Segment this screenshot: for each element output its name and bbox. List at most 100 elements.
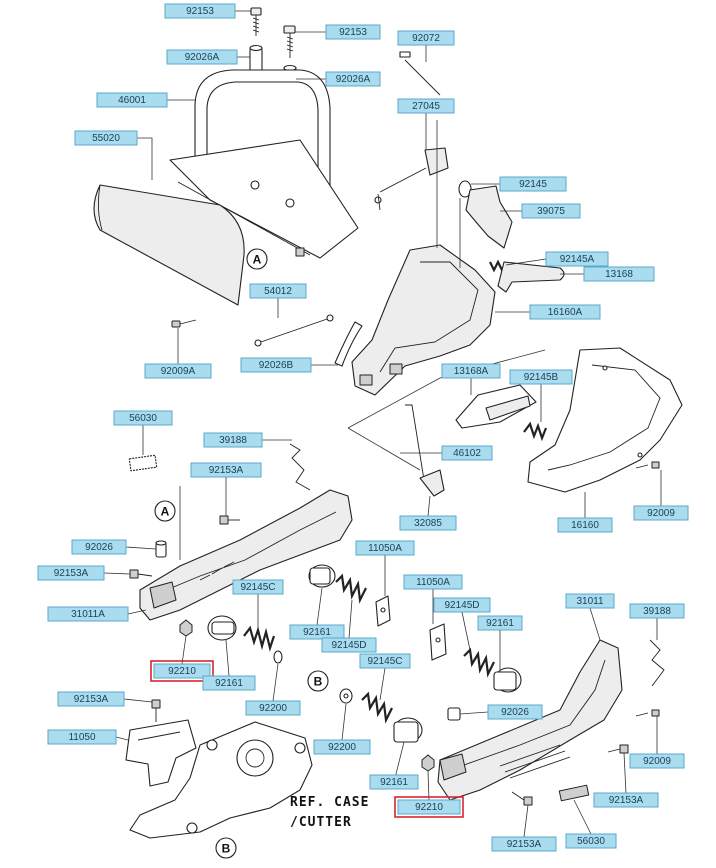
part-label-56030[interactable]: 56030 [565,833,617,849]
part-label-92153a[interactable]: 92153A [37,565,105,581]
callout-letter: A [253,253,262,267]
part-label-92145[interactable]: 92145 [499,176,567,192]
part-label-text: 92145C [367,656,402,667]
bolt-92153a-upper [219,515,240,525]
part-label-92072[interactable]: 92072 [397,30,455,46]
spring-92145b [523,421,548,442]
part-label-55020[interactable]: 55020 [74,130,138,146]
part-label-text: 92072 [412,33,440,44]
part-label-92153a[interactable]: 92153A [593,792,659,808]
part-label-92009[interactable]: 92009 [629,753,685,769]
case-cutter-reference [129,721,313,839]
part-label-56030[interactable]: 56030 [113,410,173,426]
part-label-text: 92026A [185,52,220,63]
part-label-text: 92161 [215,678,243,689]
nut-92210-left [179,619,193,637]
part-label-13168a[interactable]: 13168A [441,363,501,379]
parts-artwork [93,7,683,839]
part-label-92026[interactable]: 92026 [487,704,543,720]
part-label-92009[interactable]: 92009 [633,505,689,521]
part-label-text: 92161 [486,618,514,629]
part-label-54012[interactable]: 54012 [249,283,307,299]
part-label-text: 46001 [118,95,146,106]
lever-39075 [465,185,513,249]
stop-switch-27045 [374,147,449,211]
callout-letter: B [222,842,231,856]
part-label-92153a[interactable]: 92153A [190,462,262,478]
frame-31011a [139,489,353,621]
part-label-92026a[interactable]: 92026A [166,49,238,65]
bolt-92153a-lower-left [151,699,161,722]
part-label-39075[interactable]: 39075 [521,203,581,219]
part-label-text: 92145D [444,600,479,611]
part-label-92026b[interactable]: 92026B [240,357,312,373]
part-label-92153a[interactable]: 92153A [491,836,557,852]
part-label-46001[interactable]: 46001 [96,92,168,108]
bolt-92153a-right [607,744,629,754]
leader-lines [103,10,662,838]
part-label-92200[interactable]: 92200 [313,739,371,755]
part-label-92145a[interactable]: 92145A [545,251,609,267]
handle-loop-46001 [169,69,359,259]
callout-letter: B [314,675,323,689]
part-label-text: 56030 [129,413,157,424]
part-label-32085[interactable]: 32085 [399,515,457,531]
part-label-92153a[interactable]: 92153A [57,691,125,707]
clip-92026b [334,321,363,367]
part-label-92161[interactable]: 92161 [202,675,256,691]
damper-92161-right [493,667,522,693]
part-label-92161[interactable]: 92161 [289,624,345,640]
part-label-92161[interactable]: 92161 [477,615,523,631]
part-label-text: 92153 [339,27,367,38]
part-label-text: 92145A [560,254,595,265]
part-label-31011[interactable]: 31011 [565,593,615,609]
bolt-92153a-bottom [511,791,533,806]
part-label-text: 92145B [524,372,559,383]
part-label-92161[interactable]: 92161 [369,774,419,790]
part-label-text: 13168A [454,366,489,377]
part-label-92145b[interactable]: 92145B [509,369,573,385]
part-label-92026a[interactable]: 92026A [325,71,381,87]
part-label-92153[interactable]: 92153 [325,24,381,40]
part-label-11050a[interactable]: 11050A [355,540,415,556]
part-label-text: 16160 [571,520,599,531]
part-label-92145d[interactable]: 92145D [433,597,491,613]
part-label-text: 92200 [328,742,356,753]
handle-half-16160 [527,347,683,493]
part-label-92210[interactable]: 92210 [150,660,214,682]
washer-92200-left [273,650,283,664]
spring-92145c-lower [361,691,393,724]
bracket-11050a-lower [429,623,447,661]
part-label-92153[interactable]: 92153 [164,3,236,19]
part-label-92200[interactable]: 92200 [245,700,301,716]
part-label-92145d[interactable]: 92145D [321,637,377,653]
part-label-27045[interactable]: 27045 [397,98,455,114]
spring-92145c-left [243,625,276,652]
part-label-13168[interactable]: 13168 [583,266,655,282]
part-label-text: 11050A [416,577,450,588]
part-label-39188[interactable]: 39188 [203,432,263,448]
spring-92145d-upper [335,573,367,604]
part-label-92026[interactable]: 92026 [71,539,127,555]
part-label-92145c[interactable]: 92145C [359,653,411,669]
part-label-text: 92153A [54,568,89,579]
part-label-92145c[interactable]: 92145C [232,579,284,595]
part-number-labels: 92153921539207292026A92026A4600127045550… [37,3,689,852]
part-label-text: 92026B [259,360,294,371]
o-ring-92145 [458,180,472,198]
part-label-39188[interactable]: 39188 [629,603,685,619]
damper-92161-lower [393,717,423,743]
part-label-31011a[interactable]: 31011A [47,606,129,622]
bolt-92153-left [250,7,262,36]
part-label-11050a[interactable]: 11050A [403,574,463,590]
part-label-92009a[interactable]: 92009A [144,363,212,379]
part-label-92210[interactable]: 92210 [394,796,464,818]
reference-note: REF. CASE /CUTTER [290,795,368,830]
part-label-46102[interactable]: 46102 [441,445,493,461]
damper-92161-left [207,615,237,641]
part-label-11050[interactable]: 11050 [47,729,117,745]
part-label-16160[interactable]: 16160 [557,517,613,533]
part-label-text: 11050 [68,732,96,743]
sticker-56030-right [558,784,590,802]
part-label-16160a[interactable]: 16160A [529,304,601,320]
